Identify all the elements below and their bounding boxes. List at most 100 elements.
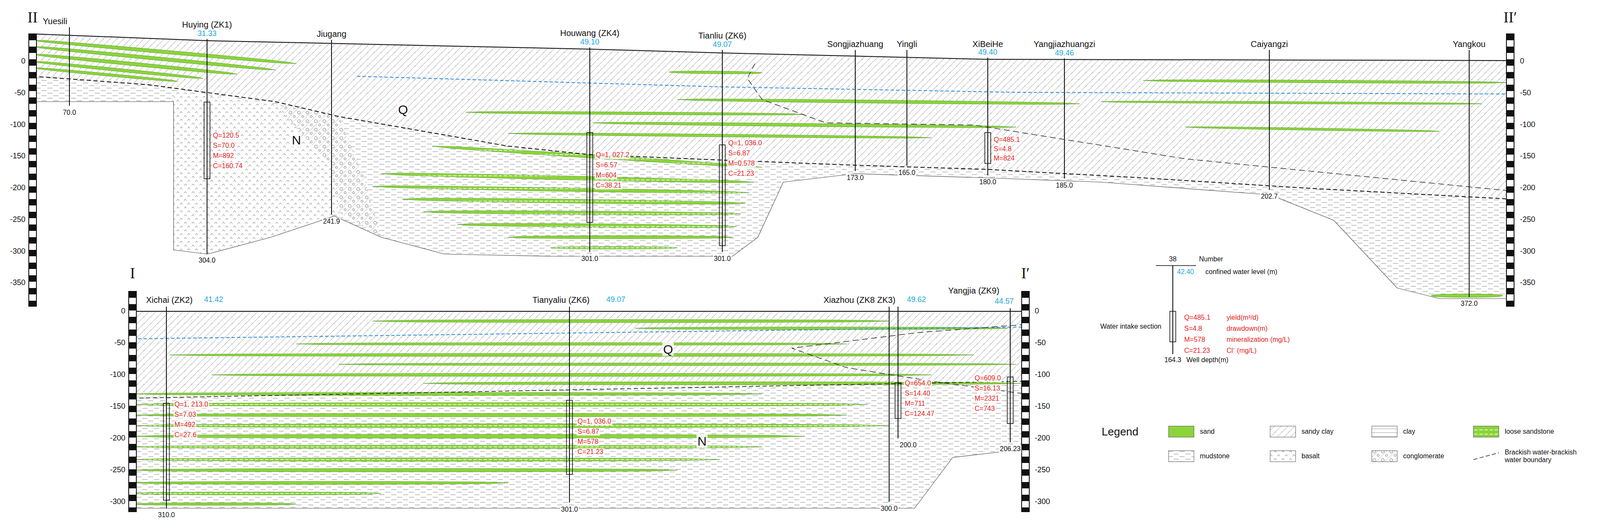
depth-tick: -250 (9, 215, 27, 224)
well-name: Yangkou (1451, 39, 1487, 49)
pumping-test-value: M=492 (173, 420, 197, 429)
legend-item (1473, 452, 1499, 460)
depth-tick: -200 (1519, 183, 1537, 193)
borehole (1063, 58, 1065, 179)
sand-lens (550, 246, 678, 249)
pumping-test-value: M=578 (576, 437, 600, 446)
scale-bar-block (1021, 373, 1030, 381)
depth-tick: -300 (109, 497, 127, 506)
sand-lens (1431, 293, 1504, 298)
scale-bar-block (28, 154, 37, 161)
depth-tick: -350 (9, 278, 27, 288)
water-level: 49.07 (711, 40, 733, 50)
pumping-test-value: C=21.23 (727, 169, 755, 178)
scale-bar-block (1506, 186, 1515, 193)
pumping-test-value: Q=120.5 (212, 131, 241, 140)
borehole (69, 27, 70, 106)
scale-bar-block (128, 431, 137, 438)
water-level: 49.10 (579, 38, 600, 47)
scale-bar-block (1021, 469, 1030, 476)
depth-tick: -150 (9, 151, 27, 161)
sand-lens (132, 392, 763, 396)
well-name: Houwang (ZK4) (559, 28, 621, 38)
scale-bar-block (1506, 218, 1515, 225)
scale-bar-block (28, 243, 37, 250)
scale-bar-block (128, 399, 137, 406)
sand-lens (635, 326, 1008, 330)
scale-bar-block (28, 40, 37, 47)
water-intake-section (586, 132, 593, 223)
depth-tick: -150 (1519, 151, 1537, 161)
scale-bar-block (28, 84, 37, 92)
pumping-test-value: C=160.74 (212, 162, 244, 170)
scale-bar-block (1506, 300, 1515, 307)
sand-lens (132, 468, 678, 472)
scale-bar-block (28, 281, 37, 288)
sand-lens (508, 132, 932, 139)
well-name: XiBeiHe (971, 39, 1004, 49)
sand-lens (508, 235, 733, 239)
key-text: confined water level (m) (1204, 268, 1279, 276)
scale-bar-block (28, 103, 37, 111)
water-intake-section (204, 102, 211, 179)
legend-text: mudstone (1199, 452, 1231, 460)
scale-bar-block (28, 300, 37, 307)
scale-bar (1021, 291, 1030, 512)
pumping-test-value: Q=485.1 (992, 135, 1021, 144)
scale-bar-block (1021, 494, 1030, 501)
scale-bar-block (1021, 475, 1030, 482)
key-text: yield(m³/d) (1225, 313, 1260, 322)
scale-bar-block (128, 418, 137, 425)
scale-bar-block (28, 78, 37, 85)
scale-bar-block (1021, 297, 1030, 304)
legend-swatch (1270, 450, 1296, 462)
stratum-label: Q (397, 102, 409, 117)
scale-bar-block (1506, 294, 1515, 301)
depth-tick: 0 (1519, 57, 1526, 66)
sand-lens (132, 402, 868, 407)
pumping-test-value: Q=609.0 (973, 374, 1002, 382)
scale-bar-block (1021, 424, 1030, 432)
sand-lens (372, 185, 750, 194)
scale-bar-block (128, 475, 137, 482)
key-text: mineralization (mg/L) (1225, 335, 1291, 344)
borehole (589, 47, 591, 252)
scale-bar-block (1021, 437, 1030, 444)
pumping-test-value: S=14.40 (903, 389, 932, 398)
sand-lens (132, 413, 847, 417)
key-text: Water intake section (1099, 322, 1163, 331)
depth-tick: -150 (1033, 402, 1051, 411)
legend-swatch (1473, 452, 1499, 460)
section-marker: II′ (1502, 9, 1518, 27)
scale-bar-block (1506, 205, 1515, 212)
well-depth: 180.0 (978, 178, 998, 186)
borehole (1268, 49, 1270, 190)
scale-bar-block (28, 173, 37, 180)
legend-swatch (1168, 450, 1194, 462)
scale-bar-block (128, 303, 137, 311)
pumping-test-value: C=27.6 (173, 431, 198, 439)
scale-bar-block (1021, 443, 1030, 451)
water-intake-section (984, 132, 991, 164)
well-depth: 372.0 (1459, 299, 1479, 308)
sand-lens (402, 198, 746, 205)
well-depth: 173.0 (845, 174, 865, 182)
sand-lens (372, 319, 890, 323)
scale-bar-block (1021, 507, 1030, 512)
water-level: 31.33 (196, 29, 218, 39)
depth-tick: 0 (1033, 306, 1040, 316)
sand-lens (132, 481, 509, 485)
scale-bar-block (1021, 303, 1030, 311)
scale-bar-block (1021, 431, 1030, 438)
scale-bar-block (128, 348, 137, 355)
borehole (206, 38, 208, 254)
legend-swatch (1371, 425, 1398, 437)
legend-title: Legend (1100, 425, 1140, 438)
scale-bar-block (28, 135, 37, 142)
water-level: 49.62 (906, 295, 927, 304)
scale-bar-block (128, 342, 137, 349)
legend-text: sand (1199, 427, 1216, 436)
key-number: 38 (1168, 255, 1178, 263)
scale-bar-block (28, 148, 37, 155)
